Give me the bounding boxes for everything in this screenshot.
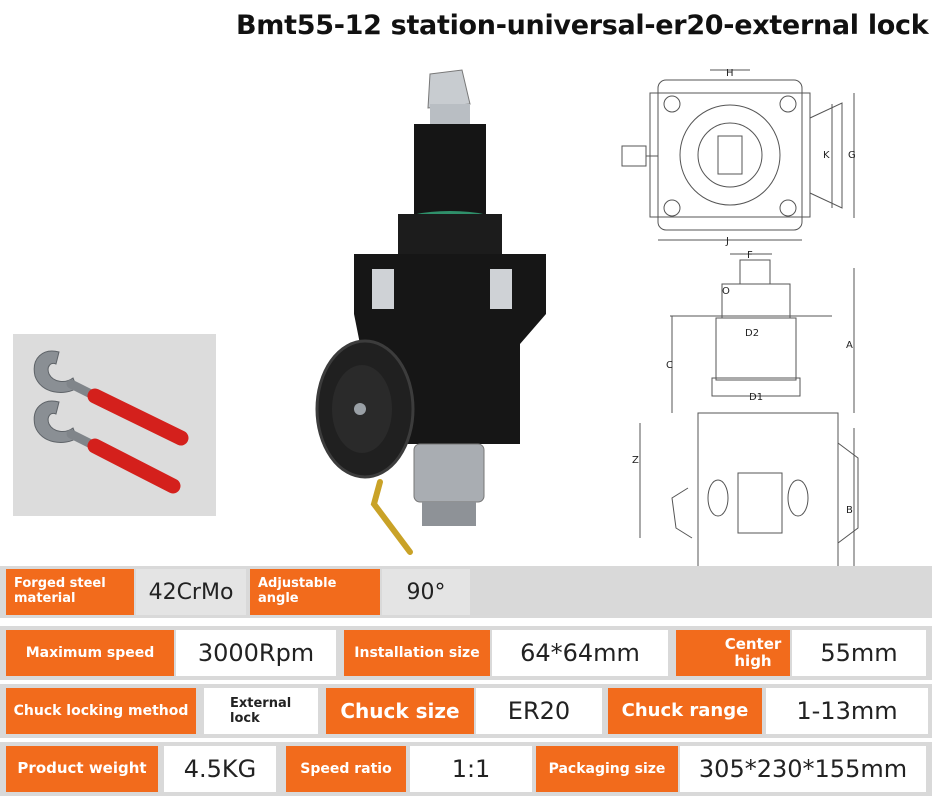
- wrench-icon: [13, 334, 216, 516]
- dim-j-label: J: [725, 236, 729, 247]
- dim-o-label: O: [722, 286, 730, 297]
- adjustable-angle-label: Adjustable angle: [250, 569, 380, 615]
- maximum-speed-label: Maximum speed: [6, 630, 174, 676]
- chuck-locking-method-label: Chuck locking method: [6, 688, 196, 734]
- dim-z-label: Z: [632, 455, 639, 466]
- dim-g-label: G: [848, 150, 856, 161]
- center-high-value: 55mm: [792, 630, 926, 676]
- adjustable-angle-value: 90°: [382, 569, 470, 615]
- product-weight-label: Product weight: [6, 746, 158, 792]
- chuck-locking-method-value: External lock: [204, 688, 318, 734]
- packaging-size-label: Packaging size: [536, 746, 678, 792]
- speed-ratio-value: 1:1: [410, 746, 532, 792]
- maximum-speed-value: 3000Rpm: [176, 630, 336, 676]
- forged-steel-material-label: Forged steel material: [6, 569, 134, 615]
- technical-drawing: H J K G F O D2 C A D1 Z B E M N: [621, 68, 859, 613]
- speed-ratio-label: Speed ratio: [286, 746, 406, 792]
- installation-size-label: Installation size: [344, 630, 490, 676]
- dim-a-label: A: [846, 340, 853, 351]
- chuck-range-value: 1-13mm: [766, 688, 928, 734]
- dim-k-label: K: [823, 150, 830, 161]
- dim-c-label: C: [666, 360, 673, 371]
- dim-h-label: H: [726, 68, 734, 79]
- dim-b-label: B: [846, 505, 853, 516]
- dim-f-label: F: [747, 250, 753, 261]
- tool-holder-photo: [315, 69, 546, 555]
- chuck-size-label: Chuck size: [326, 688, 474, 734]
- product-weight-value: 4.5KG: [164, 746, 276, 792]
- center-high-label: Center high: [676, 630, 790, 676]
- forged-steel-material-value: 42CrMo: [136, 569, 246, 615]
- packaging-size-value: 305*230*155mm: [680, 746, 926, 792]
- chuck-range-label: Chuck range: [608, 688, 762, 734]
- installation-size-value: 64*64mm: [492, 630, 668, 676]
- dim-d2-label: D2: [745, 328, 759, 339]
- dim-d1-label: D1: [749, 392, 763, 403]
- page-title: Bmt55-12 station-universal-er20-external…: [236, 10, 929, 41]
- chuck-size-value: ER20: [476, 688, 602, 734]
